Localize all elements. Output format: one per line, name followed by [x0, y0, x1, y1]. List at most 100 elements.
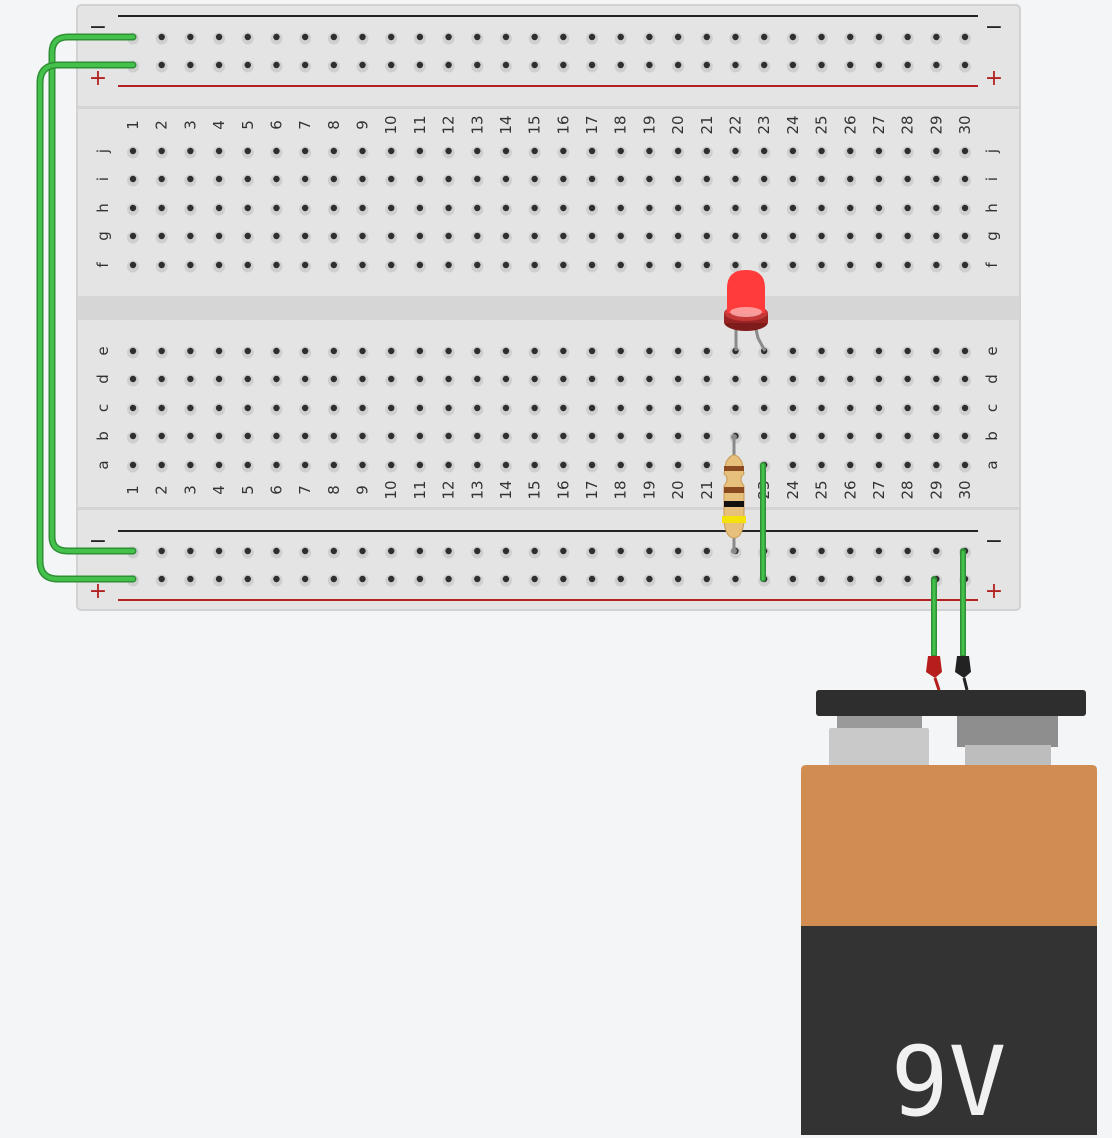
rail-hole[interactable] — [155, 574, 168, 587]
hole-a24[interactable] — [786, 460, 799, 473]
hole-g23[interactable] — [758, 231, 771, 244]
hole-d21[interactable] — [700, 374, 713, 387]
rail-hole[interactable] — [528, 546, 541, 559]
hole-a30[interactable] — [959, 460, 972, 473]
hole-i22[interactable] — [729, 174, 742, 187]
rail-hole[interactable] — [528, 60, 541, 73]
hole-j14[interactable] — [499, 146, 512, 159]
rail-hole[interactable] — [729, 32, 742, 45]
hole-g14[interactable] — [499, 231, 512, 244]
hole-f2[interactable] — [155, 260, 168, 273]
hole-c10[interactable] — [385, 403, 398, 416]
hole-c30[interactable] — [959, 403, 972, 416]
hole-i11[interactable] — [413, 174, 426, 187]
rail-hole[interactable] — [729, 60, 742, 73]
rail-hole[interactable] — [442, 60, 455, 73]
hole-e3[interactable] — [184, 346, 197, 359]
hole-d6[interactable] — [270, 374, 283, 387]
hole-b14[interactable] — [499, 431, 512, 444]
hole-f21[interactable] — [700, 260, 713, 273]
hole-e18[interactable] — [614, 346, 627, 359]
hole-c15[interactable] — [528, 403, 541, 416]
hole-f19[interactable] — [643, 260, 656, 273]
hole-j26[interactable] — [844, 146, 857, 159]
hole-e24[interactable] — [786, 346, 799, 359]
rail-hole[interactable] — [786, 546, 799, 559]
hole-b6[interactable] — [270, 431, 283, 444]
hole-i17[interactable] — [586, 174, 599, 187]
hole-b12[interactable] — [442, 431, 455, 444]
rail-hole[interactable] — [586, 574, 599, 587]
hole-i30[interactable] — [959, 174, 972, 187]
hole-h26[interactable] — [844, 203, 857, 216]
rail-hole[interactable] — [356, 574, 369, 587]
hole-i28[interactable] — [901, 174, 914, 187]
hole-c4[interactable] — [213, 403, 226, 416]
hole-g2[interactable] — [155, 231, 168, 244]
rail-hole[interactable] — [959, 60, 972, 73]
rail-hole[interactable] — [815, 574, 828, 587]
hole-d10[interactable] — [385, 374, 398, 387]
hole-a6[interactable] — [270, 460, 283, 473]
hole-i8[interactable] — [327, 174, 340, 187]
rail-hole[interactable] — [930, 60, 943, 73]
hole-e9[interactable] — [356, 346, 369, 359]
hole-j27[interactable] — [872, 146, 885, 159]
hole-b17[interactable] — [586, 431, 599, 444]
hole-i26[interactable] — [844, 174, 857, 187]
rail-hole[interactable] — [270, 546, 283, 559]
hole-d28[interactable] — [901, 374, 914, 387]
hole-g27[interactable] — [872, 231, 885, 244]
hole-i23[interactable] — [758, 174, 771, 187]
hole-h18[interactable] — [614, 203, 627, 216]
rail-hole[interactable] — [901, 60, 914, 73]
rail-hole[interactable] — [356, 60, 369, 73]
hole-g30[interactable] — [959, 231, 972, 244]
hole-i25[interactable] — [815, 174, 828, 187]
hole-j7[interactable] — [299, 146, 312, 159]
hole-a10[interactable] — [385, 460, 398, 473]
rail-hole[interactable] — [270, 574, 283, 587]
hole-d4[interactable] — [213, 374, 226, 387]
hole-c2[interactable] — [155, 403, 168, 416]
hole-a11[interactable] — [413, 460, 426, 473]
hole-g1[interactable] — [127, 231, 139, 244]
hole-d15[interactable] — [528, 374, 541, 387]
hole-b29[interactable] — [930, 431, 943, 444]
rail-hole[interactable] — [528, 32, 541, 45]
hole-c11[interactable] — [413, 403, 426, 416]
rail-hole[interactable] — [327, 60, 340, 73]
hole-g7[interactable] — [299, 231, 312, 244]
rail-hole[interactable] — [557, 60, 570, 73]
rail-hole[interactable] — [901, 32, 914, 45]
rail-hole[interactable] — [213, 546, 226, 559]
rail-hole[interactable] — [700, 574, 713, 587]
hole-a29[interactable] — [930, 460, 943, 473]
rail-hole[interactable] — [844, 60, 857, 73]
rail-hole[interactable] — [586, 60, 599, 73]
hole-g9[interactable] — [356, 231, 369, 244]
hole-b10[interactable] — [385, 431, 398, 444]
hole-b2[interactable] — [155, 431, 168, 444]
rail-hole[interactable] — [213, 32, 226, 45]
hole-a4[interactable] — [213, 460, 226, 473]
hole-f26[interactable] — [844, 260, 857, 273]
hole-c9[interactable] — [356, 403, 369, 416]
hole-h27[interactable] — [872, 203, 885, 216]
rail-hole[interactable] — [786, 60, 799, 73]
hole-e11[interactable] — [413, 346, 426, 359]
rail-hole[interactable] — [844, 546, 857, 559]
hole-b24[interactable] — [786, 431, 799, 444]
hole-e20[interactable] — [672, 346, 685, 359]
hole-i13[interactable] — [471, 174, 484, 187]
hole-g15[interactable] — [528, 231, 541, 244]
hole-d18[interactable] — [614, 374, 627, 387]
hole-j11[interactable] — [413, 146, 426, 159]
hole-a1[interactable] — [127, 460, 139, 473]
hole-i6[interactable] — [270, 174, 283, 187]
hole-b25[interactable] — [815, 431, 828, 444]
hole-g12[interactable] — [442, 231, 455, 244]
hole-i2[interactable] — [155, 174, 168, 187]
rail-hole[interactable] — [442, 546, 455, 559]
rail-hole[interactable] — [413, 32, 426, 45]
